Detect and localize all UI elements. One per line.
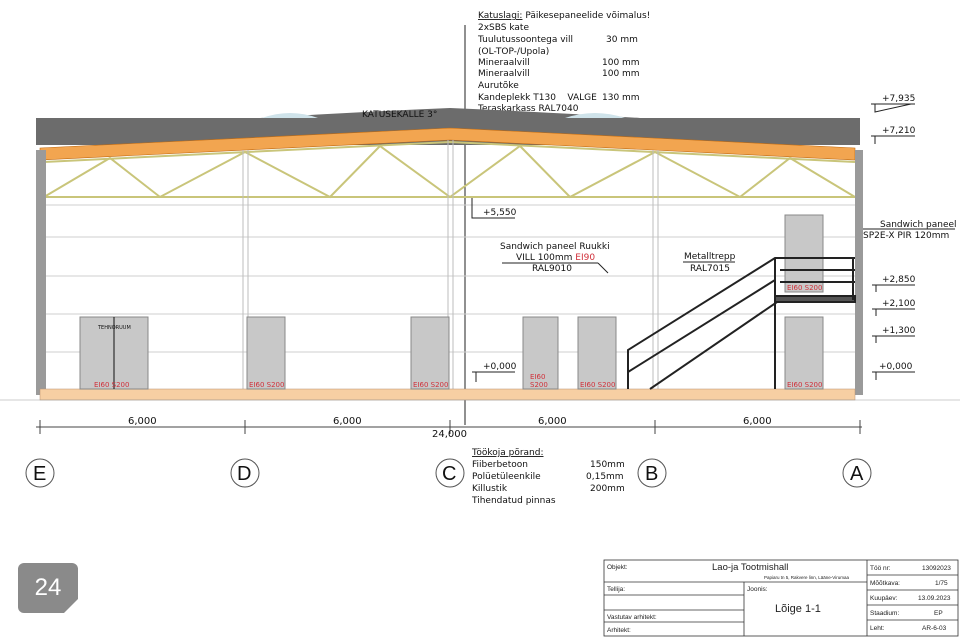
svg-text:Tellija:: Tellija: [607, 586, 625, 593]
svg-text:A: A [850, 463, 864, 485]
svg-text:150mm: 150mm [590, 460, 625, 470]
svg-text:E: E [33, 463, 46, 485]
svg-text:+0,000: +0,000 [879, 362, 913, 372]
svg-text:Staadium:: Staadium: [870, 610, 899, 617]
svg-text:(OL-TOP-/Upola): (OL-TOP-/Upola) [478, 47, 549, 57]
svg-text:Leht:: Leht: [870, 625, 885, 632]
svg-text:SP2E-X PIR 120mm: SP2E-X PIR 120mm [863, 231, 949, 241]
svg-text:Metalltrepp: Metalltrepp [684, 252, 736, 262]
svg-text:EI60 S200: EI60 S200 [94, 381, 129, 389]
page-number-badge: 24 [18, 563, 78, 613]
svg-text:0,15mm: 0,15mm [586, 472, 624, 482]
svg-text:+0,000: +0,000 [483, 362, 517, 372]
svg-text:D: D [237, 463, 251, 485]
svg-text:Lao-ja Tootmishall: Lao-ja Tootmishall [712, 562, 788, 573]
svg-text:RAL9010: RAL9010 [532, 264, 572, 274]
svg-text:1/75: 1/75 [935, 580, 948, 587]
door [410, 316, 450, 390]
svg-text:KATUSEKALLE 3°: KATUSEKALLE 3° [362, 110, 437, 120]
svg-text:Aurutõke: Aurutõke [478, 81, 519, 91]
svg-text:+1,300: +1,300 [882, 326, 916, 336]
svg-text:EP: EP [934, 610, 943, 617]
svg-text:EI60 S200: EI60 S200 [787, 284, 822, 292]
svg-text:+2,100: +2,100 [882, 299, 916, 309]
svg-text:2xSBS kate: 2xSBS kate [478, 23, 529, 33]
svg-text:Töökoja põrand:: Töökoja põrand: [471, 448, 544, 458]
svg-text:Mineraalvill: Mineraalvill [478, 58, 530, 68]
svg-text:EI60 S200: EI60 S200 [580, 381, 615, 389]
svg-text:Killustik: Killustik [472, 484, 508, 494]
svg-text:Sandwich paneel: Sandwich paneel [880, 220, 957, 230]
svg-text:EI60 S200: EI60 S200 [787, 381, 822, 389]
svg-text:100 mm: 100 mm [602, 58, 640, 68]
svg-text:Joonis:: Joonis: [747, 586, 768, 593]
elevation-markers [471, 103, 915, 382]
svg-text:Mõõtkava:: Mõõtkava: [870, 580, 900, 587]
svg-text:Papiaru tn 5, Rakvere linn, Lä: Papiaru tn 5, Rakvere linn, Lääne-Viruma… [764, 575, 849, 580]
svg-text:200mm: 200mm [590, 484, 625, 494]
svg-text:13092023: 13092023 [922, 565, 951, 572]
svg-text:30 mm: 30 mm [606, 35, 638, 45]
svg-text:Vastutav arhitekt:: Vastutav arhitekt: [607, 614, 657, 621]
svg-text:+2,850: +2,850 [882, 275, 916, 285]
door [246, 316, 286, 390]
svg-text:Mineraalvill: Mineraalvill [478, 69, 530, 79]
svg-text:Lõige 1-1: Lõige 1-1 [775, 603, 821, 615]
svg-text:C: C [442, 463, 456, 485]
svg-text:TEHNORUUM: TEHNORUUM [97, 325, 131, 331]
door [577, 316, 617, 390]
floor-notes: Töökoja põrand: Fiiberbetoon 150mm Polüet… [471, 448, 625, 506]
svg-text:6,000: 6,000 [333, 416, 362, 427]
dimension-line [36, 420, 862, 434]
svg-text:EI60: EI60 [530, 373, 545, 381]
svg-text:13.09.2023: 13.09.2023 [918, 595, 951, 602]
svg-text:Tihendatud pinnas: Tihendatud pinnas [471, 496, 556, 506]
svg-text:Objekt:: Objekt: [607, 564, 628, 571]
svg-text:RAL7015: RAL7015 [690, 264, 730, 274]
svg-text:S200: S200 [530, 381, 548, 389]
roof-notes: Katuslagi: Päikesepaneelide võimalus! 2x… [464, 11, 650, 425]
svg-text:EI60 S200: EI60 S200 [413, 381, 448, 389]
svg-text:EI60 S200: EI60 S200 [249, 381, 284, 389]
svg-text:AR-6-03: AR-6-03 [922, 625, 947, 632]
doors [79, 214, 824, 390]
svg-text:+7,210: +7,210 [882, 126, 916, 136]
door-ratings: EI60 S200 EI60 S200 EI60 S200 EI60 S200 … [94, 284, 822, 389]
page-number: 24 [34, 574, 62, 601]
svg-text:Arhitekt:: Arhitekt: [607, 627, 631, 634]
svg-text:+5,550: +5,550 [483, 208, 517, 218]
svg-text:Kuupäev:: Kuupäev: [870, 595, 898, 602]
svg-text:Sandwich paneel Ruukki: Sandwich paneel Ruukki [500, 242, 610, 252]
svg-text:Tuulutussoontega vill: Tuulutussoontega vill [477, 35, 573, 45]
door-upper [784, 214, 824, 293]
svg-text:6,000: 6,000 [128, 416, 157, 427]
svg-text:130 mm: 130 mm [602, 93, 640, 103]
svg-text:Katuslagi: Päikesepaneelide võ: Katuslagi: Päikesepaneelide võimalus! [478, 11, 650, 21]
grid-axes [25, 458, 872, 488]
svg-text:6,000: 6,000 [743, 416, 772, 427]
metal-stair [627, 257, 856, 390]
door [784, 316, 824, 390]
svg-text:Fiiberbetoon: Fiiberbetoon [472, 460, 528, 470]
roof-truss [43, 140, 856, 199]
svg-text:VILL 100mm EI90: VILL 100mm EI90 [516, 253, 595, 263]
svg-text:6,000: 6,000 [538, 416, 567, 427]
annotations: Sandwich paneel Ruukki VILL 100mm EI90 R… [500, 220, 957, 274]
door [522, 316, 559, 390]
svg-text:100 mm: 100 mm [602, 69, 640, 79]
svg-text:B: B [645, 463, 658, 485]
svg-text:Kandeplekk T130 VALGE: Kandeplekk T130 VALGE [478, 93, 597, 103]
svg-text:+7,935: +7,935 [882, 94, 915, 104]
svg-text:Teraskarkass RAL7040: Teraskarkass RAL7040 [477, 104, 579, 114]
svg-text:Töö nr:: Töö nr: [870, 565, 891, 572]
title-block [603, 559, 959, 637]
svg-text:24,000: 24,000 [432, 429, 467, 440]
svg-text:Polüetüleenkile: Polüetüleenkile [472, 472, 541, 482]
